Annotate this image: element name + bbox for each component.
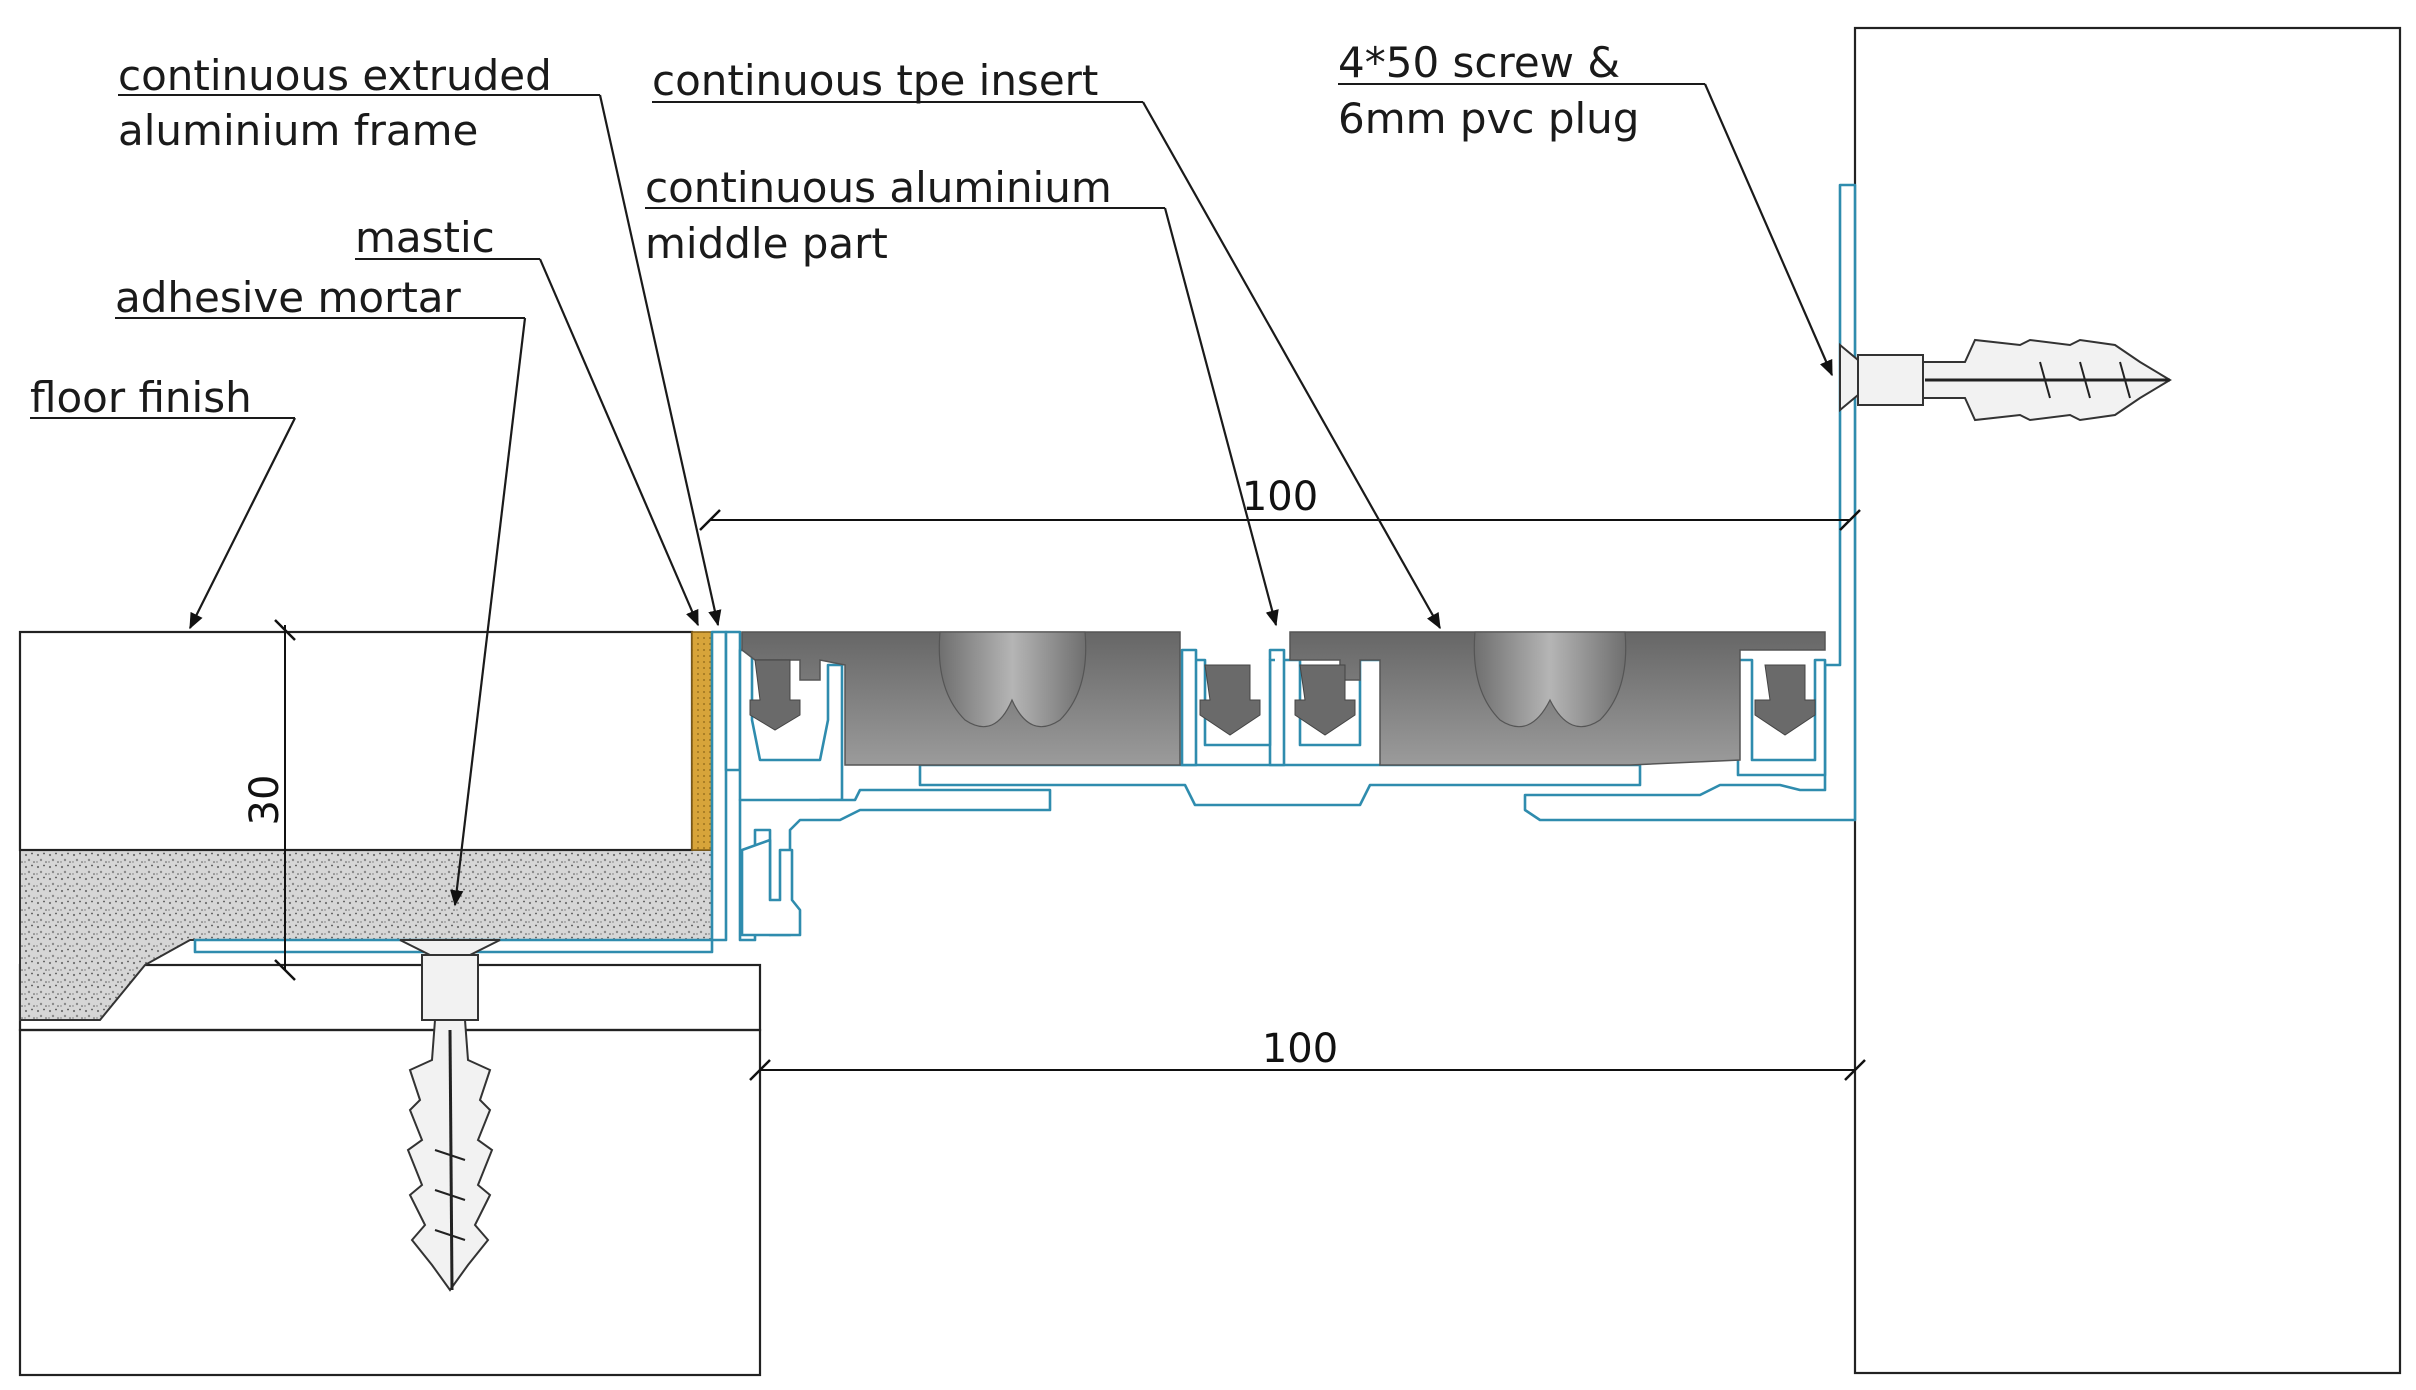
label-mastic-text: mastic (355, 213, 495, 262)
label-tpe-insert-text: continuous tpe insert (652, 56, 1098, 105)
label-floor-finish: floor finish (30, 373, 296, 630)
upper-width-value: 100 (1242, 474, 1318, 520)
tpe-insert-right (1289, 631, 1826, 766)
label-screw-line1: 4*50 screw & (1338, 38, 1620, 87)
lower-width-dimension: 100 (749, 1026, 1866, 1081)
floor-screw-and-plug (399, 939, 501, 1292)
lower-width-value: 100 (1262, 1026, 1338, 1072)
label-adhesive-mortar: adhesive mortar (115, 273, 527, 907)
label-middle-part-line2: middle part (645, 219, 888, 268)
mastic-strip (691, 631, 713, 851)
label-frame-line1: continuous extruded (118, 51, 552, 100)
adhesive-mortar-layer (19, 849, 713, 1021)
label-middle-part: continuous aluminium middle part (645, 163, 1279, 627)
label-frame-line2: aluminium frame (118, 106, 478, 155)
right-concrete-wall (1853, 26, 2402, 1375)
label-tpe-insert: continuous tpe insert (652, 56, 1441, 630)
label-screw: 4*50 screw & 6mm pvc plug (1338, 38, 1834, 377)
label-frame: continuous extruded aluminium frame (118, 51, 722, 627)
tpe-insert-left (741, 631, 1261, 766)
aluminium-frame-right (1523, 183, 1857, 822)
height-dimension: 30 (242, 619, 296, 981)
label-middle-part-line1: continuous aluminium (645, 163, 1112, 212)
label-floor-finish-text: floor finish (30, 373, 252, 422)
upper-width-dimension: 100 (699, 474, 1861, 531)
label-screw-line2: 6mm pvc plug (1338, 94, 1639, 143)
left-concrete-slab (18, 1028, 762, 1377)
aluminium-frame-left (193, 630, 1052, 954)
floor-finish-layer (18, 630, 694, 852)
wall-screw-and-plug (1839, 338, 2172, 422)
label-adhesive-mortar-text: adhesive mortar (115, 273, 462, 322)
height-value: 30 (242, 775, 288, 826)
label-mastic: mastic (355, 213, 700, 627)
